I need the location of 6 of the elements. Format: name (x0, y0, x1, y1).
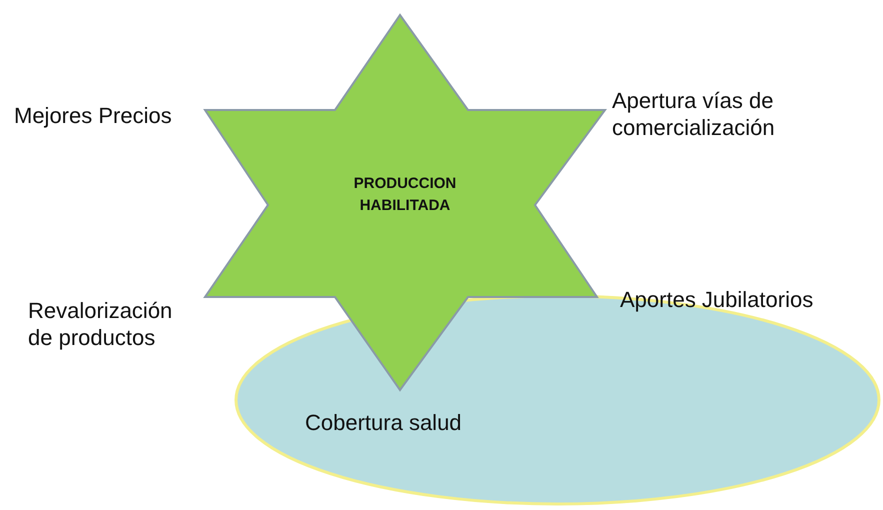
ellipse-label: Cobertura salud (305, 409, 463, 436)
star-label: PRODUCCION HABILITADA (352, 174, 458, 216)
benefit-label: Mejores Precios (14, 102, 173, 129)
benefit-label: Apertura vías de comercialización (612, 87, 776, 141)
benefit-label: Revalorización de productos (28, 297, 174, 351)
ellipse-label: Aportes Jubilatorios (620, 286, 814, 313)
